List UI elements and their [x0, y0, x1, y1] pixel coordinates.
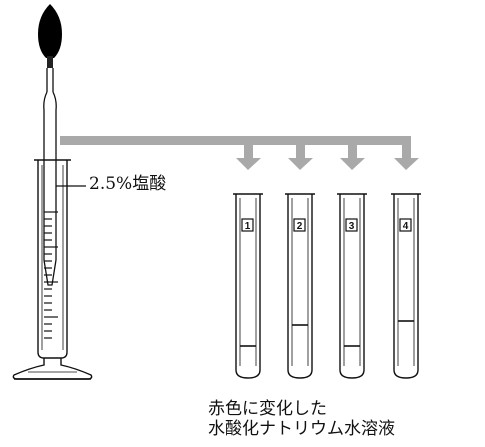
graduated-cylinder	[12, 159, 93, 380]
tube-number-4: 4	[403, 221, 409, 232]
graduation-marks	[44, 211, 58, 339]
tube-number-1: 1	[245, 221, 251, 232]
test-tube-2: 2	[285, 193, 315, 379]
pipette	[38, 4, 62, 286]
test-tube-3: 3	[337, 193, 367, 379]
caption-line-2: 水酸化ナトリウム水溶液	[208, 419, 395, 439]
pipette-bulb	[38, 4, 62, 58]
tube-number-3: 3	[349, 221, 355, 232]
test-tube-1: 1	[233, 193, 263, 379]
caption-line-1: 赤色に変化した	[208, 399, 327, 419]
distribution-arrows	[60, 136, 419, 170]
acid-label: 2.5%塩酸	[89, 174, 167, 194]
tube-number-2: 2	[297, 221, 303, 232]
test-tube-4: 4	[391, 193, 421, 379]
